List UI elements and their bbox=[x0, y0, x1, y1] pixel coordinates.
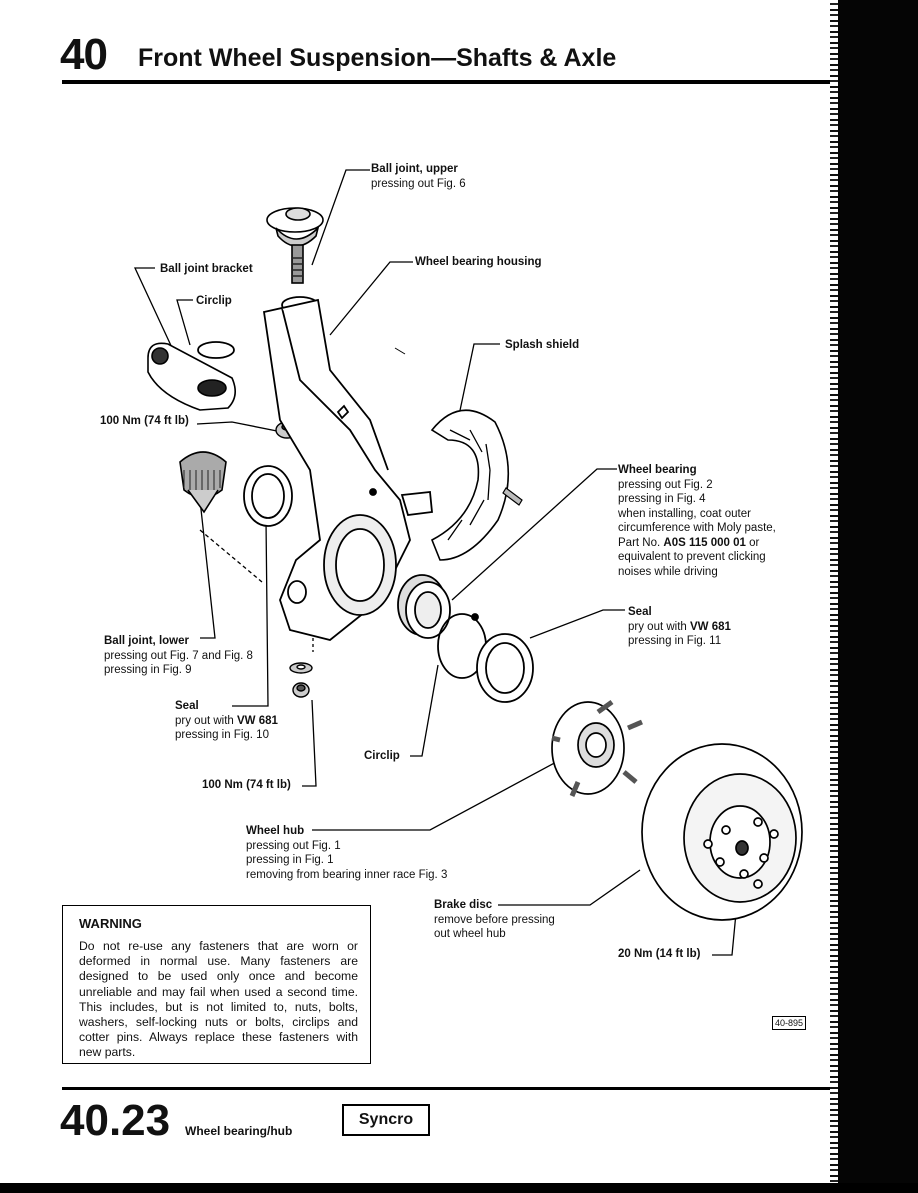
label-torque-upper: 100 Nm (74 ft lb) bbox=[100, 415, 189, 427]
leader-ball-joint-axis bbox=[199, 529, 263, 583]
wheel-hub-part bbox=[551, 699, 643, 797]
wheel-bearing-part bbox=[397, 574, 451, 639]
label-brake-disc: Brake disc remove before pressing out wh… bbox=[434, 899, 555, 940]
section-number: 40.23 bbox=[60, 1096, 171, 1145]
lower-ball-joint bbox=[179, 451, 227, 514]
footer-rule bbox=[62, 1087, 830, 1090]
warning-box: WARNING Do not re-use any fasteners that… bbox=[62, 905, 371, 1064]
bottom-bar bbox=[0, 1183, 918, 1193]
warning-text: Do not re-use any fasteners that are wor… bbox=[79, 939, 358, 1060]
leader-torque-lower bbox=[302, 699, 317, 787]
leader-circlip-bottom bbox=[410, 664, 439, 757]
circlip-top-part bbox=[197, 341, 235, 359]
label-circlip-bottom: Circlip bbox=[364, 750, 400, 762]
label-torque-disc: 20 Nm (14 ft lb) bbox=[618, 948, 701, 960]
washer-nut-lower bbox=[289, 662, 313, 698]
model-badge: Syncro bbox=[342, 1104, 430, 1136]
figure-number: 40-895 bbox=[772, 1016, 807, 1030]
label-ball-joint-lower: Ball joint, lower pressing out Fig. 7 an… bbox=[104, 635, 253, 676]
page-edge bbox=[830, 0, 918, 1193]
label-ball-joint-upper: Ball joint, upper pressing out Fig. 6 bbox=[371, 162, 466, 191]
section-title: Wheel bearing/hub bbox=[185, 1124, 293, 1138]
header-rule bbox=[62, 80, 830, 84]
label-wheel-hub: Wheel hub pressing out Fig. 1 pressing i… bbox=[246, 825, 448, 881]
leader-wheel-bearing bbox=[451, 468, 617, 601]
label-wheel-bearing-housing: Wheel bearing housing bbox=[415, 256, 542, 268]
leader-wheel-bearing-housing bbox=[329, 261, 413, 336]
leader-brake-disc bbox=[498, 869, 641, 906]
label-ball-joint-upper-title: Ball joint, upper bbox=[371, 163, 458, 175]
housing-tick-mark bbox=[394, 347, 406, 355]
label-circlip-top: Circlip bbox=[196, 295, 232, 307]
label-ball-joint-upper-line1: pressing out Fig. 6 bbox=[371, 177, 466, 190]
label-torque-lower: 100 Nm (74 ft lb) bbox=[202, 779, 291, 791]
seal-right-part bbox=[476, 633, 534, 703]
brake-disc-part bbox=[641, 743, 803, 921]
label-splash-shield: Splash shield bbox=[505, 339, 580, 351]
leader-splash-shield bbox=[457, 343, 500, 421]
leader-ball-joint-lower bbox=[199, 499, 216, 639]
seal-left-part bbox=[243, 465, 293, 527]
warning-title: WARNING bbox=[79, 916, 142, 931]
chapter-number: 40 bbox=[60, 30, 108, 79]
leader-torque-upper bbox=[196, 421, 283, 433]
leader-wheel-hub bbox=[312, 759, 561, 831]
chapter-title: Front Wheel Suspension—Shafts & Axle bbox=[138, 44, 617, 72]
leader-ball-joint-bracket bbox=[133, 267, 181, 366]
leader-circlip-top bbox=[176, 299, 193, 346]
label-wheel-bearing: Wheel bearing pressing out Fig. 2 pressi… bbox=[618, 464, 776, 578]
label-ball-joint-bracket: Ball joint bracket bbox=[160, 263, 253, 275]
bolt-splash-shield bbox=[502, 487, 523, 506]
leader-seal-right bbox=[529, 609, 625, 639]
label-seal-right: Seal pry out with VW 681 pressing in Fig… bbox=[628, 606, 731, 647]
leader-seal-left bbox=[232, 519, 269, 707]
ball-joint-bracket bbox=[147, 342, 236, 411]
leader-ball-joint-upper bbox=[311, 169, 370, 266]
upper-ball-joint bbox=[266, 207, 324, 284]
label-seal-left: Seal pry out with VW 681 pressing in Fig… bbox=[175, 700, 278, 741]
wheel-bearing-housing-part bbox=[262, 296, 433, 641]
splash-shield-part bbox=[430, 409, 510, 561]
